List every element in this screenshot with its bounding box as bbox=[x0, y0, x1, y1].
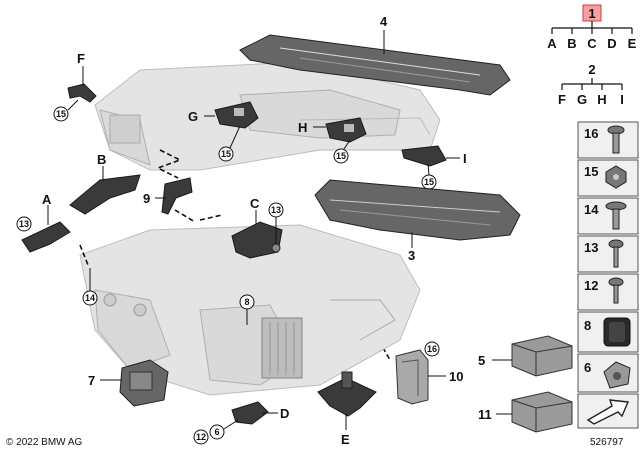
side-label-15: 15 bbox=[584, 164, 598, 179]
dash-connector-3 bbox=[199, 214, 223, 221]
circle-8[interactable]: 8 bbox=[244, 297, 249, 307]
dash-connector-2 bbox=[174, 209, 196, 223]
label-4[interactable]: 4 bbox=[380, 14, 388, 29]
side-parts-column: 16 15 14 13 12 bbox=[577, 121, 639, 429]
tree-row1-C[interactable]: C bbox=[587, 36, 597, 51]
tree-row1-E[interactable]: E bbox=[628, 36, 637, 51]
part-7-module[interactable] bbox=[119, 359, 169, 407]
tree-row2-G[interactable]: G bbox=[577, 92, 587, 107]
side-label-8: 8 bbox=[584, 318, 591, 333]
diagram-number: 526797 bbox=[590, 437, 624, 448]
label-G[interactable]: G bbox=[188, 109, 198, 124]
side-part-8[interactable]: 8 bbox=[577, 311, 639, 353]
part-A[interactable] bbox=[21, 221, 71, 253]
label-E[interactable]: E bbox=[341, 432, 350, 447]
part-B[interactable] bbox=[69, 174, 141, 215]
circle-12[interactable]: 12 bbox=[196, 432, 206, 442]
side-label-16: 16 bbox=[584, 126, 598, 141]
copyright: © 2022 BMW AG bbox=[6, 437, 83, 448]
part-E[interactable] bbox=[317, 371, 377, 417]
label-10[interactable]: 10 bbox=[449, 369, 463, 384]
dash-connector-6 bbox=[79, 244, 89, 266]
circle-14[interactable]: 14 bbox=[85, 293, 95, 303]
circle-16[interactable]: 16 bbox=[427, 344, 437, 354]
upper-housing bbox=[94, 61, 441, 171]
tree-row1-A[interactable]: A bbox=[547, 36, 557, 51]
tree-row2-I[interactable]: I bbox=[620, 92, 624, 107]
circle-6[interactable]: 6 bbox=[214, 427, 219, 437]
label-C[interactable]: C bbox=[250, 196, 260, 211]
side-part-13[interactable]: 13 bbox=[577, 235, 639, 273]
label-11[interactable]: 11 bbox=[478, 407, 492, 422]
label-B[interactable]: B bbox=[97, 152, 106, 167]
part-5-box[interactable] bbox=[511, 335, 573, 377]
circle-15-b[interactable]: 15 bbox=[221, 149, 231, 159]
part-F[interactable] bbox=[67, 83, 97, 103]
label-7[interactable]: 7 bbox=[88, 373, 95, 388]
side-label-13: 13 bbox=[584, 240, 598, 255]
side-part-15[interactable]: 15 bbox=[577, 159, 639, 197]
label-A[interactable]: A bbox=[42, 192, 52, 207]
side-label-12: 12 bbox=[584, 278, 598, 293]
tree-row1-D[interactable]: D bbox=[607, 36, 616, 51]
part-3-strip[interactable] bbox=[314, 179, 521, 241]
assembly-tree: 1 A B C D E 2 F G H I bbox=[547, 4, 637, 107]
side-part-16[interactable]: 16 bbox=[577, 121, 639, 159]
part-11-box[interactable] bbox=[511, 391, 573, 433]
side-label-6: 6 bbox=[584, 360, 591, 375]
side-arrow-box[interactable] bbox=[577, 393, 639, 429]
circle-15-a[interactable]: 15 bbox=[56, 109, 66, 119]
lower-housing bbox=[79, 224, 421, 396]
part-I[interactable] bbox=[401, 145, 447, 167]
part-9[interactable] bbox=[161, 177, 193, 215]
part-D[interactable] bbox=[231, 401, 269, 425]
part-4-strip[interactable] bbox=[239, 34, 511, 96]
tree-row2-H[interactable]: H bbox=[597, 92, 606, 107]
part-H[interactable] bbox=[325, 117, 367, 143]
arrow-icon bbox=[586, 399, 630, 425]
label-9[interactable]: 9 bbox=[143, 191, 150, 206]
side-part-6[interactable]: 6 bbox=[577, 353, 639, 393]
tree-row1-B[interactable]: B bbox=[567, 36, 576, 51]
circle-13-b[interactable]: 13 bbox=[271, 205, 281, 215]
circle-15-c[interactable]: 15 bbox=[336, 151, 346, 161]
dash-connector-1 bbox=[155, 149, 183, 179]
label-D[interactable]: D bbox=[280, 406, 289, 421]
label-F[interactable]: F bbox=[77, 51, 85, 66]
tree-root[interactable]: 1 bbox=[588, 6, 595, 21]
part-G[interactable] bbox=[214, 101, 259, 129]
label-I[interactable]: I bbox=[463, 151, 467, 166]
label-5[interactable]: 5 bbox=[478, 353, 485, 368]
side-part-12[interactable]: 12 bbox=[577, 273, 639, 311]
label-H[interactable]: H bbox=[298, 120, 307, 135]
part-10-bracket[interactable] bbox=[395, 349, 429, 405]
circle-13-a[interactable]: 13 bbox=[19, 219, 29, 229]
tree-node-2[interactable]: 2 bbox=[588, 62, 595, 77]
tree-row2-F[interactable]: F bbox=[558, 92, 566, 107]
side-label-14: 14 bbox=[584, 202, 599, 217]
label-3[interactable]: 3 bbox=[408, 248, 415, 263]
side-part-14[interactable]: 14 bbox=[577, 197, 639, 235]
circle-15-d[interactable]: 15 bbox=[424, 177, 434, 187]
